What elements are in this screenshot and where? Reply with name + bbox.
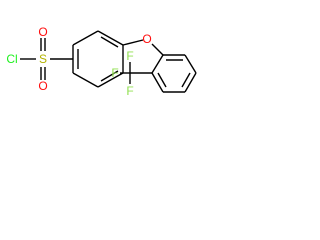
atom-label-fluorine-top: F (126, 49, 133, 63)
atom-label-oxygen-ether: O (142, 32, 151, 46)
atom-label-sulfur: S (39, 52, 47, 66)
ether-linkage (122, 39, 164, 56)
atom-label-chlorine: Cl (6, 52, 17, 66)
atom-label-fluorine-bottom: F (126, 84, 133, 98)
atom-label-oxygen-bottom: O (38, 79, 47, 93)
trifluoromethyl-group (120, 62, 152, 84)
atom-label-fluorine-left: F (111, 66, 118, 80)
atom-label-oxygen-top: O (38, 25, 47, 39)
chemical-structure: S O O Cl O F F F (6, 25, 197, 98)
right-benzene-ring (151, 54, 197, 93)
sulfonyl-chloride-group (20, 38, 73, 80)
